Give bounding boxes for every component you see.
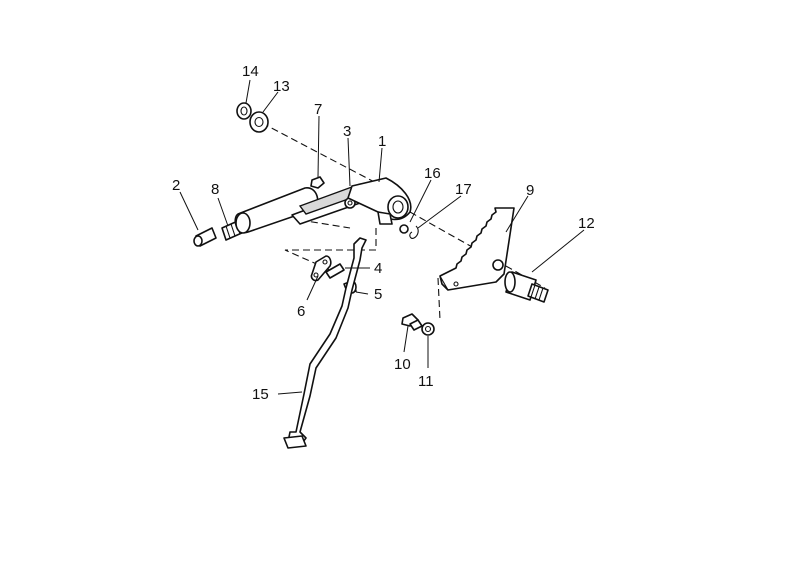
retaining-ring-part-14 [236,102,252,120]
pin-part-4 [325,263,345,279]
washer-part-13 [249,111,269,133]
link-plate-part-6 [310,255,332,282]
callout-2: 2 [172,177,180,194]
callout-4: 4 [374,260,382,277]
callout-13: 13 [273,78,290,95]
callout-14: 14 [242,63,259,80]
callout-16: 16 [424,165,441,182]
washer-part-11 [421,322,435,336]
clip-part-17 [409,225,419,239]
callout-7: 7 [314,101,322,118]
callout-5: 5 [374,286,382,303]
pivot-bolt-part-12 [504,271,549,303]
pivot-bracket-part-1 [347,177,412,225]
end-cap-part-2 [193,227,217,247]
callout-1: 1 [378,133,386,150]
callout-3: 3 [343,123,351,140]
callout-9: 9 [526,182,534,199]
leader-lines [179,79,585,395]
bolt-part-10 [401,313,423,331]
callout-10: 10 [394,356,411,373]
nut-part-7 [310,176,325,189]
callout-17: 17 [455,181,472,198]
callout-6: 6 [297,303,305,320]
callout-11: 11 [418,373,434,390]
shift-rod-part-15 [283,237,367,449]
quadrant-plate-part-9 [439,207,515,291]
callout-labels: 1 2 3 4 5 6 7 8 9 10 11 12 13 14 15 16 1… [172,63,595,403]
washer-part-16 [399,224,409,234]
callout-8: 8 [211,181,219,198]
callout-15: 15 [252,386,269,403]
callout-12: 12 [578,215,595,232]
